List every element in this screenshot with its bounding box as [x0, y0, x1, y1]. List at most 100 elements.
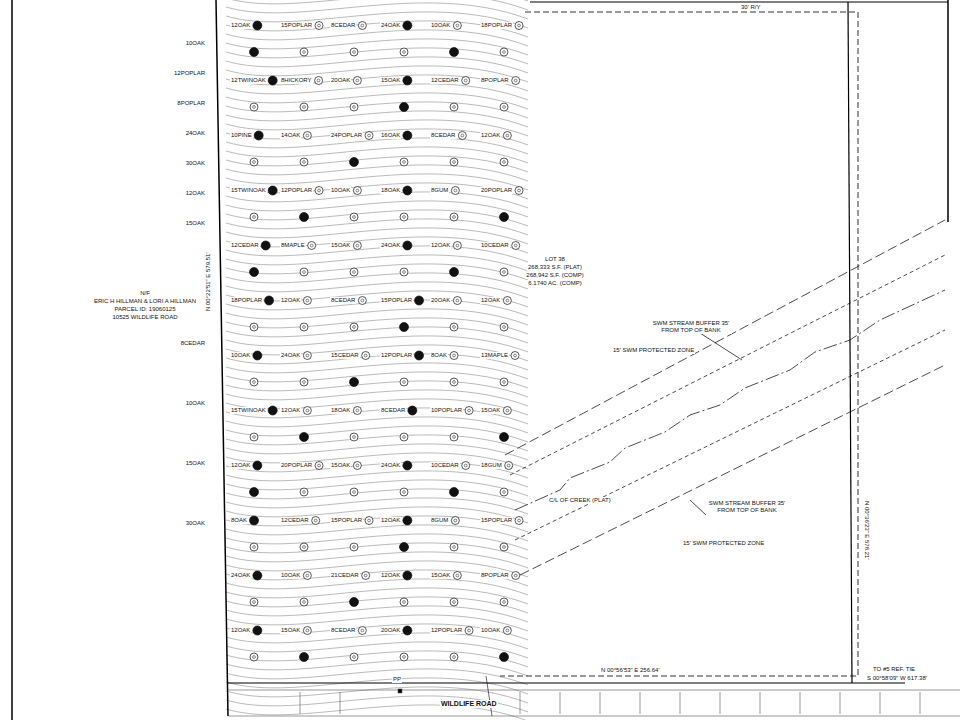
tree-label: 12TWINOAK: [230, 77, 267, 84]
tree-center: [514, 354, 517, 357]
tree-label: 10CEDAR: [480, 242, 510, 249]
lot-area: 268,333 S.F. (PLAT): [527, 264, 583, 271]
tree-center: [506, 299, 509, 302]
tree-symbol: [250, 516, 259, 525]
tree-symbol: [250, 653, 258, 661]
tree-label: 12POPLAR: [280, 187, 313, 194]
contour-line: [226, 588, 528, 604]
tree-label: 15OAK: [330, 242, 351, 249]
tree-symbol: [315, 77, 323, 85]
tree-center: [453, 326, 456, 329]
tree-symbol: [350, 323, 358, 331]
tree-center: [356, 409, 359, 412]
contour-line: [226, 237, 528, 253]
tree-symbol: [515, 187, 523, 195]
tree-center: [518, 24, 521, 27]
contour-line: [226, 597, 528, 613]
tree-label: 10OAK: [430, 22, 451, 29]
contour-line: [226, 399, 528, 415]
tree-center: [506, 629, 509, 632]
tree-center: [454, 519, 457, 522]
tree-center: [303, 546, 306, 549]
tree-label: 20OAK: [330, 77, 351, 84]
contour-line: [226, 21, 528, 37]
tree-symbol: [353, 242, 361, 250]
tree-label: 8CEDAR: [330, 627, 356, 634]
tree-symbol: [353, 462, 361, 470]
tree-center: [461, 134, 464, 137]
tree-center: [518, 189, 521, 192]
contour-line: [226, 390, 528, 406]
tree-center: [456, 299, 459, 302]
contour-line: [226, 219, 528, 235]
tree-symbol: [315, 187, 323, 195]
tree-center: [253, 436, 256, 439]
tree-symbol: [512, 77, 520, 85]
tree-symbol: [415, 351, 424, 360]
tree-symbol: [453, 297, 461, 305]
tree-label: 12OAK: [280, 297, 301, 304]
contour-line: [226, 48, 528, 64]
tree-symbol: [500, 488, 508, 496]
tree-center: [253, 106, 256, 109]
tree-center: [453, 381, 456, 384]
tree-symbol: [358, 297, 366, 305]
tree-symbol: [253, 21, 262, 30]
tree-label: 8OAK: [430, 352, 448, 359]
contour-line: [226, 534, 528, 550]
contour-line: [226, 471, 528, 487]
tree-label: 15OAK: [280, 627, 301, 634]
tree-center: [468, 629, 471, 632]
tree-label: 18OAK: [330, 407, 351, 414]
tree-label: 10OAK: [480, 627, 501, 634]
tree-symbol: [512, 572, 520, 580]
tree-label: 18GUM: [480, 462, 503, 469]
tree-label: 8CEDAR: [430, 132, 456, 139]
tree-center: [514, 79, 517, 82]
tree-center: [453, 656, 456, 659]
tree-symbol: [265, 296, 274, 305]
contour-line: [226, 525, 528, 541]
tree-symbol: [400, 268, 408, 276]
tree-label: 15TWINOAK: [230, 407, 267, 414]
tree-center: [306, 409, 309, 412]
tree-center: [403, 601, 406, 604]
tree-symbol: [503, 627, 511, 635]
contour-line: [226, 570, 528, 586]
tree-label: 15POPLAR: [280, 22, 313, 29]
owner-label: ERIC H HILLMAN & LORI A HILLMAN: [93, 298, 197, 305]
tree-center: [507, 464, 510, 467]
tree-label: 15OAK: [430, 572, 451, 579]
contour-line: [226, 291, 528, 307]
tree-symbol: [400, 378, 408, 386]
tree-label: 10OAK: [185, 40, 206, 47]
tree-symbol: [250, 268, 259, 277]
tree-symbol: [300, 433, 309, 442]
tree-label: 21CEDAR: [330, 572, 360, 579]
tree-center: [368, 519, 371, 522]
tree-center: [306, 299, 309, 302]
contour-line: [226, 480, 528, 496]
tree-center: [364, 354, 367, 357]
tree-symbols: [250, 21, 524, 662]
contour-line: [226, 201, 528, 217]
tree-center: [303, 106, 306, 109]
tree-symbol: [403, 76, 412, 85]
tree-symbol: [400, 488, 408, 496]
lot-area: 268,942 S.F. (COMP): [525, 272, 584, 279]
tree-label: 10OAK: [330, 187, 351, 194]
tree-center: [306, 134, 309, 137]
owner-label: 10525 WILDLIFE ROAD: [111, 314, 178, 321]
tree-center: [518, 519, 521, 522]
tree-center: [403, 436, 406, 439]
tree-label: 24OAK: [230, 572, 251, 579]
tree-center: [353, 546, 356, 549]
tree-symbol: [358, 22, 366, 30]
tree-symbol: [400, 543, 409, 552]
tree-label: 8CEDAR: [330, 22, 356, 29]
tree-symbol: [253, 351, 262, 360]
contour-line: [226, 633, 528, 649]
tree-symbol: [303, 572, 311, 580]
contour-line: [226, 444, 528, 460]
tree-symbol: [453, 22, 461, 30]
